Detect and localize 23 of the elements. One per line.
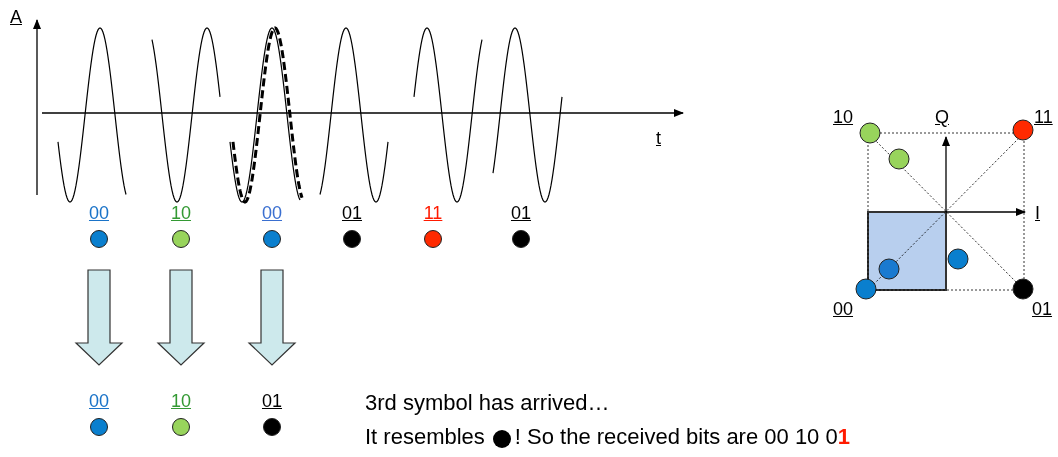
- block-arrow: [247, 269, 297, 366]
- axis-label: A: [10, 6, 22, 28]
- bit-pair-label: 10: [171, 202, 191, 224]
- constellation-point-label: 00: [833, 298, 854, 320]
- axis-label: t: [656, 127, 661, 149]
- bit-pair-label: 10: [171, 390, 191, 412]
- bit-pair-label: 00: [89, 202, 109, 224]
- block-arrow: [74, 269, 124, 366]
- bit-pair-label: 01: [262, 390, 282, 412]
- axis-label: I: [1035, 202, 1040, 224]
- bit-pair-label: 11: [423, 202, 443, 224]
- constellation-point-label: 10: [833, 106, 854, 128]
- bit-pair-label: 00: [262, 202, 282, 224]
- block-arrow: [156, 269, 206, 366]
- bit-pair-label: 00: [89, 390, 109, 412]
- bit-pair-label: 01: [511, 202, 531, 224]
- explanation-text: ! So the received bits are 00 10 01: [514, 424, 850, 450]
- bit-pair-label: 01: [342, 202, 362, 224]
- constellation-point-label: 01: [1032, 298, 1053, 320]
- constellation-point-label: 11: [1034, 106, 1053, 128]
- explanation-text: It resembles: [365, 424, 485, 450]
- explanation-text: 3rd symbol has arrived…: [365, 390, 610, 416]
- axis-label: Q: [935, 106, 949, 128]
